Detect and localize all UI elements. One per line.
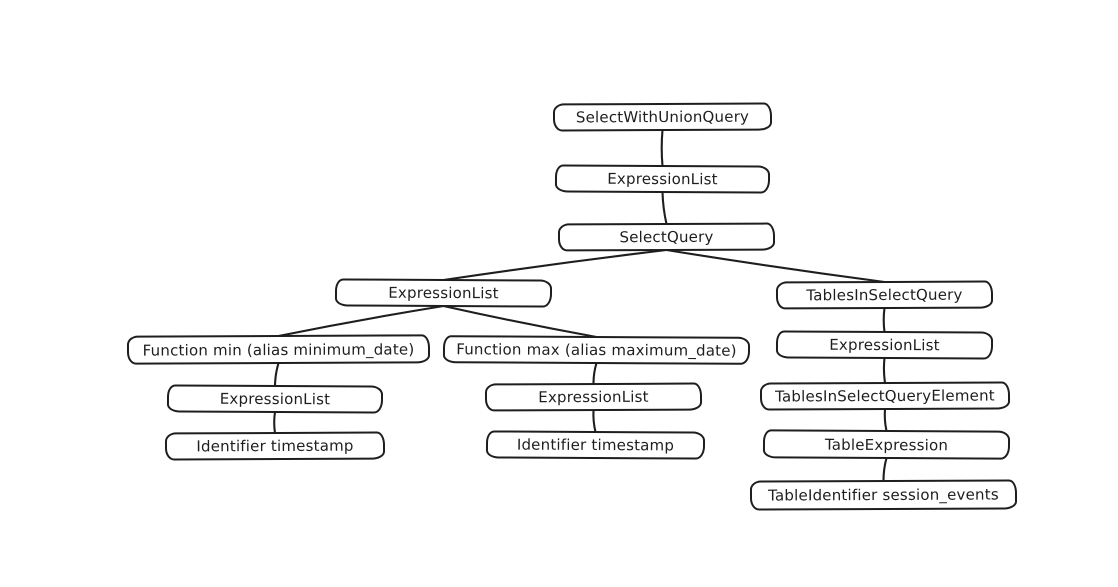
node-label: SelectQuery <box>619 227 714 247</box>
tree-node-n9: ExpressionList <box>484 382 703 412</box>
node-label: ExpressionList <box>388 283 499 303</box>
node-label: SelectWithUnionQuery <box>575 107 750 127</box>
tree-node-n15: TableIdentifier session_events <box>749 479 1018 511</box>
edge-n3-n11 <box>665 248 886 284</box>
tree-node-n5: Function min (alias minimum_date) <box>126 334 431 365</box>
node-label: ExpressionList <box>607 169 718 189</box>
node-label: TableExpression <box>824 435 949 454</box>
node-label: Function max (alias maximum_date) <box>456 340 737 360</box>
tree-node-n11: TablesInSelectQuery <box>775 280 994 310</box>
node-label: ExpressionList <box>538 387 649 407</box>
edge-n13-n14 <box>883 407 888 433</box>
edge-n1-n2 <box>660 128 664 168</box>
node-label: ExpressionList <box>219 389 331 409</box>
tree-node-n4: ExpressionList <box>334 278 553 308</box>
edge-n5-n6 <box>273 361 280 388</box>
edge-n8-n9 <box>592 361 598 386</box>
edge-n9-n10 <box>592 408 597 434</box>
edge-n4-n8 <box>442 304 598 339</box>
node-label: Identifier timestamp <box>196 436 354 456</box>
edge-n12-n13 <box>882 356 887 385</box>
tree-node-n13: TablesInSelectQueryElement <box>759 381 1011 411</box>
node-label: ExpressionList <box>829 335 940 355</box>
tree-node-n1: SelectWithUnionQuery <box>552 102 773 132</box>
edge-n6-n7 <box>273 410 277 435</box>
tree-node-n8: Function max (alias maximum_date) <box>442 335 751 365</box>
tree-node-n14: TableExpression <box>762 429 1011 460</box>
edge-n11-n12 <box>882 306 886 334</box>
tree-node-n2: ExpressionList <box>554 164 771 194</box>
edge-n14-n15 <box>882 456 888 483</box>
tree-node-n12: ExpressionList <box>775 330 994 360</box>
node-label: TableIdentifier session_events <box>768 485 999 505</box>
tree-node-n3: SelectQuery <box>557 222 776 252</box>
node-label: Function min (alias minimum_date) <box>142 339 415 360</box>
edge-n3-n4 <box>442 248 668 282</box>
tree-node-n6: ExpressionList <box>166 384 384 414</box>
node-label: TablesInSelectQueryElement <box>775 386 995 406</box>
node-label: Identifier timestamp <box>516 435 675 455</box>
edge-n4-n5 <box>277 304 445 338</box>
tree-node-n7: Identifier timestamp <box>164 431 386 461</box>
tree-node-n10: Identifier timestamp <box>485 430 706 460</box>
edge-n2-n3 <box>661 190 668 226</box>
node-label: TablesInSelectQuery <box>806 285 963 305</box>
